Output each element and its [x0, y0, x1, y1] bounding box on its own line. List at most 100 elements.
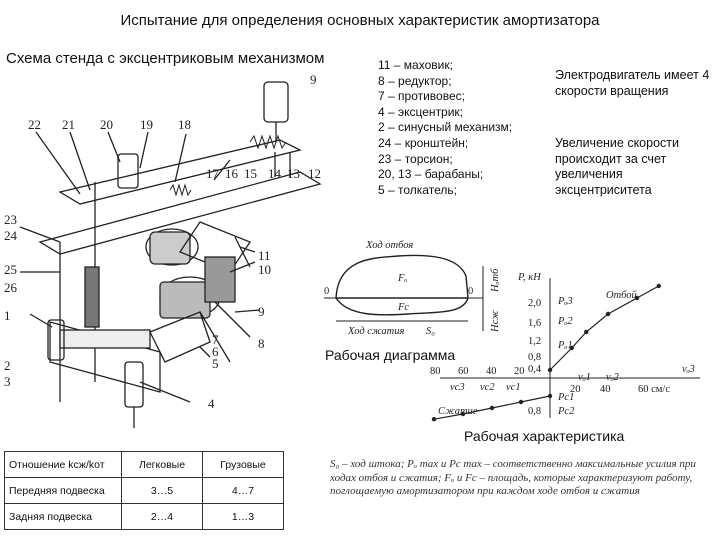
scheme-label-5: 5	[212, 356, 219, 371]
work-diagram: Ход отбоя Ход сжатия S₀ Fₒ Fc 0 0 Hₒтб H…	[324, 240, 501, 337]
x-tick: 40	[600, 384, 611, 395]
scheme-label-26: 26	[4, 280, 18, 295]
table-header-cell: Легковые	[121, 451, 203, 478]
scheme-label-19: 19	[140, 117, 153, 132]
v-label: vc2	[480, 382, 495, 393]
data-point	[634, 295, 640, 301]
x-tick: 40	[486, 366, 497, 377]
y-tick: 1,6	[528, 318, 541, 329]
legend-item: 7 – противовес;	[378, 89, 465, 104]
v-label: vₒ1	[578, 372, 591, 383]
data-point	[584, 329, 589, 335]
data-point	[460, 411, 466, 417]
v-unit-label: 60 см/с	[638, 384, 670, 395]
table-cell: 4…7	[202, 477, 284, 504]
scheme-label-3: 3	[4, 374, 11, 389]
y-tick: 1,2	[528, 336, 541, 347]
s0-label: S₀	[426, 326, 435, 337]
scheme-label-4: 4	[208, 396, 215, 411]
work-characteristic-chart: P, кН Отбой Сжатие 60 см/с 2,0 1,6 1,2 0…	[430, 272, 700, 422]
y-tick: 0,4	[528, 364, 542, 375]
scheme-label-16: 16	[225, 166, 239, 181]
legend-item: 8 – редуктор;	[378, 73, 452, 88]
h-otb-label: Hₒтб	[490, 268, 501, 293]
data-point	[547, 393, 553, 399]
data-point	[656, 283, 661, 289]
v-label: vₒ3	[682, 364, 695, 375]
table-cell: 3…5	[121, 477, 203, 504]
point-label: Pc1	[557, 392, 574, 403]
x-tick: 60	[458, 366, 469, 377]
y-tick: 0,8	[528, 352, 541, 363]
zero-left: 0	[324, 286, 329, 297]
table-cell: 2…4	[121, 503, 203, 530]
v-label: vc1	[506, 382, 521, 393]
x-tick: 20	[570, 384, 581, 395]
scheme-label-9: 9	[258, 304, 265, 319]
table-row: Задняя подвеска 2…4 1…3	[4, 503, 284, 530]
table-cell: Задняя подвеска	[4, 503, 122, 530]
data-point	[518, 399, 524, 405]
ratio-table: Отношение kсж/kот Легковые Грузовые Пере…	[4, 451, 284, 530]
fc-label: Fc	[397, 302, 409, 313]
x-tick: 80	[430, 366, 441, 377]
table-cell: 1…3	[202, 503, 284, 530]
rebound-curve	[549, 285, 660, 371]
scheme-label-18: 18	[178, 117, 191, 132]
scheme-label-13: 13	[287, 166, 300, 181]
legend-item: 4 – эксцентрик;	[378, 104, 464, 119]
fo-label: Fₒ	[397, 273, 407, 284]
legend-item: 23 – торсион;	[378, 151, 453, 166]
table-header-cell: Отношение kсж/kот	[4, 451, 122, 478]
scheme-label-17: 17	[206, 166, 220, 181]
table-row: Передняя подвеска 3…5 4…7	[4, 477, 284, 504]
scheme-label-22: 22	[28, 117, 41, 132]
legend-item: 24 – кронштейн;	[378, 135, 469, 150]
table-header-cell: Грузовые	[202, 451, 284, 478]
rebound-loop	[335, 254, 469, 299]
footnote: S₀ – ход штока; Pₒ max и Pс max – соотве…	[330, 458, 696, 497]
legend-item: 11 – маховик;	[378, 58, 453, 72]
legend-item: 2 – синусный механизм;	[378, 120, 513, 135]
stroke-compression-label: Ход сжатия	[347, 326, 404, 337]
characteristic-caption: Рабочая характеристика	[464, 428, 625, 444]
scheme-label-15: 15	[244, 166, 257, 181]
v-label: vₒ2	[606, 372, 620, 383]
comp-tick: 0,8	[528, 406, 541, 417]
point-label: Pₒ2	[557, 316, 573, 327]
scheme-label-10: 10	[258, 262, 271, 277]
legend-item: 20, 13 – барабаны;	[378, 167, 484, 182]
scheme-label-11: 11	[258, 248, 271, 263]
test-stand-scheme: 22 21 20 19 18 17 16 15 14 13 12 9 23 24…	[4, 72, 322, 428]
scheme-subtitle: Схема стенда с эксцентриковым механизмом	[6, 50, 325, 67]
rebound-label: Отбой	[606, 290, 638, 301]
table-header-row: Отношение kсж/kот Легковые Грузовые	[4, 451, 284, 478]
stroke-rebound-label: Ход отбоя	[365, 240, 413, 251]
scheme-label-23: 23	[4, 212, 17, 227]
data-point	[547, 367, 553, 373]
point-label: Pₒ1	[557, 340, 573, 351]
scheme-label-24: 24	[4, 228, 18, 243]
scheme-label-12: 12	[308, 166, 321, 181]
scheme-label-21: 21	[62, 117, 75, 132]
table-cell: Передняя подвеска	[4, 477, 122, 504]
data-point	[431, 417, 437, 422]
scheme-label-9-top: 9	[310, 72, 317, 87]
point-label: Pₒ3	[557, 296, 573, 307]
speed-note: Увеличение скорости происходит за счет у…	[555, 136, 679, 197]
scheme-label-25: 25	[4, 262, 17, 277]
compression-loop	[335, 297, 469, 316]
data-point	[605, 311, 611, 317]
x-tick: 20	[514, 366, 525, 377]
scheme-label-1: 1	[4, 308, 11, 323]
parts-legend: 11 – маховик; 8 – редуктор; 7 – противов…	[378, 58, 512, 198]
scheme-label-7: 7	[212, 332, 219, 347]
data-point	[569, 345, 574, 351]
scheme-label-14: 14	[268, 166, 282, 181]
motor-note: Электродвигатель имеет 4 скорости вращен…	[555, 68, 710, 98]
page-title: Испытание для определения основных харак…	[120, 12, 600, 29]
scheme-label-6: 6	[212, 344, 219, 359]
zero-right: 0	[468, 286, 473, 297]
v-label: vc3	[450, 382, 465, 393]
compression-label: Сжатие	[438, 406, 478, 417]
